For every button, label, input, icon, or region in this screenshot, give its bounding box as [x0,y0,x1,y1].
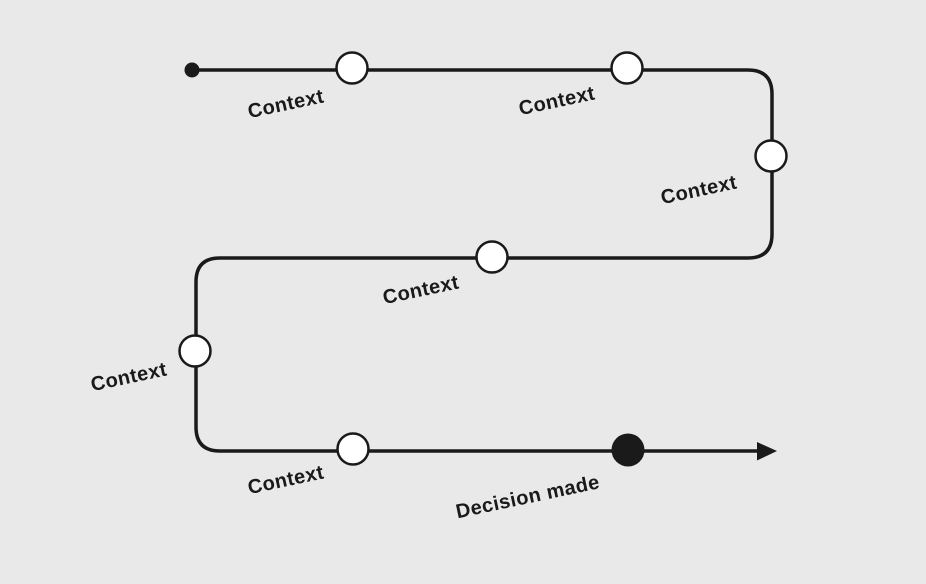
decision-made-label: Decision made [454,471,602,523]
context-label-6: Context [246,462,326,500]
context-label-5: Context [89,359,169,397]
context-label-3: Context [659,172,739,210]
context-node-3 [754,139,788,173]
arrow-right-icon [757,442,777,461]
context-node-6 [336,432,370,466]
context-label-4: Context [381,272,461,310]
context-label-2: Context [517,83,597,121]
context-node-5 [178,334,212,368]
decision-node [611,433,645,467]
context-label-1: Context [246,86,326,124]
context-node-1 [335,51,369,85]
start-dot-icon [184,62,200,78]
context-node-2 [610,51,644,85]
context-node-4 [475,240,509,274]
